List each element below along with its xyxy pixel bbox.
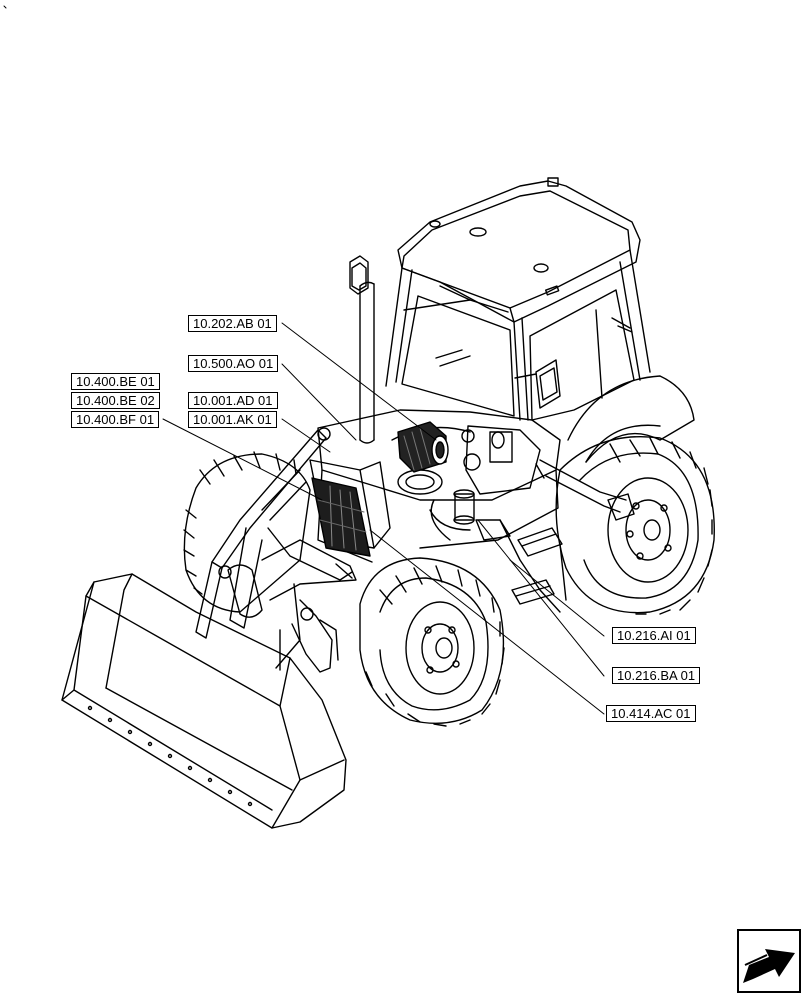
callout-10-414-ac-01[interactable]: 10.414.AC 01: [606, 705, 696, 722]
callout-10-400-bf-01[interactable]: 10.400.BF 01: [71, 411, 160, 428]
tractor-hood: [309, 409, 561, 563]
tractor-steps-and-axle: [475, 459, 635, 613]
callout-10-216-ba-01[interactable]: 10.216.BA 01: [612, 667, 701, 684]
next-page-arrow-icon[interactable]: [737, 929, 801, 993]
callout-10-400-be-02[interactable]: 10.400.BE 02: [71, 392, 160, 409]
loader-arms: [195, 427, 357, 673]
callout-10-202-ab-01[interactable]: 10.202.AB 01: [188, 315, 277, 332]
callout-10-500-ao-01[interactable]: 10.500.AO 01: [188, 355, 279, 372]
tractor-cab: [349, 177, 651, 444]
leader-lines: [162, 322, 605, 715]
loader-bucket: [61, 573, 347, 829]
callout-10-216-ai-01[interactable]: 10.216.AI 01: [612, 627, 696, 644]
callout-10-001-ak-01[interactable]: 10.001.AK 01: [188, 411, 277, 428]
corner-mark: [3, 5, 7, 9]
rear-wheel: [555, 375, 715, 615]
highlighted-module: [311, 477, 371, 557]
callout-10-400-be-01[interactable]: 10.400.BE 01: [71, 373, 160, 390]
callout-10-001-ad-01[interactable]: 10.001.AD 01: [188, 392, 278, 409]
front-wheel: [359, 557, 505, 727]
highlighted-air-filter: [397, 421, 449, 473]
